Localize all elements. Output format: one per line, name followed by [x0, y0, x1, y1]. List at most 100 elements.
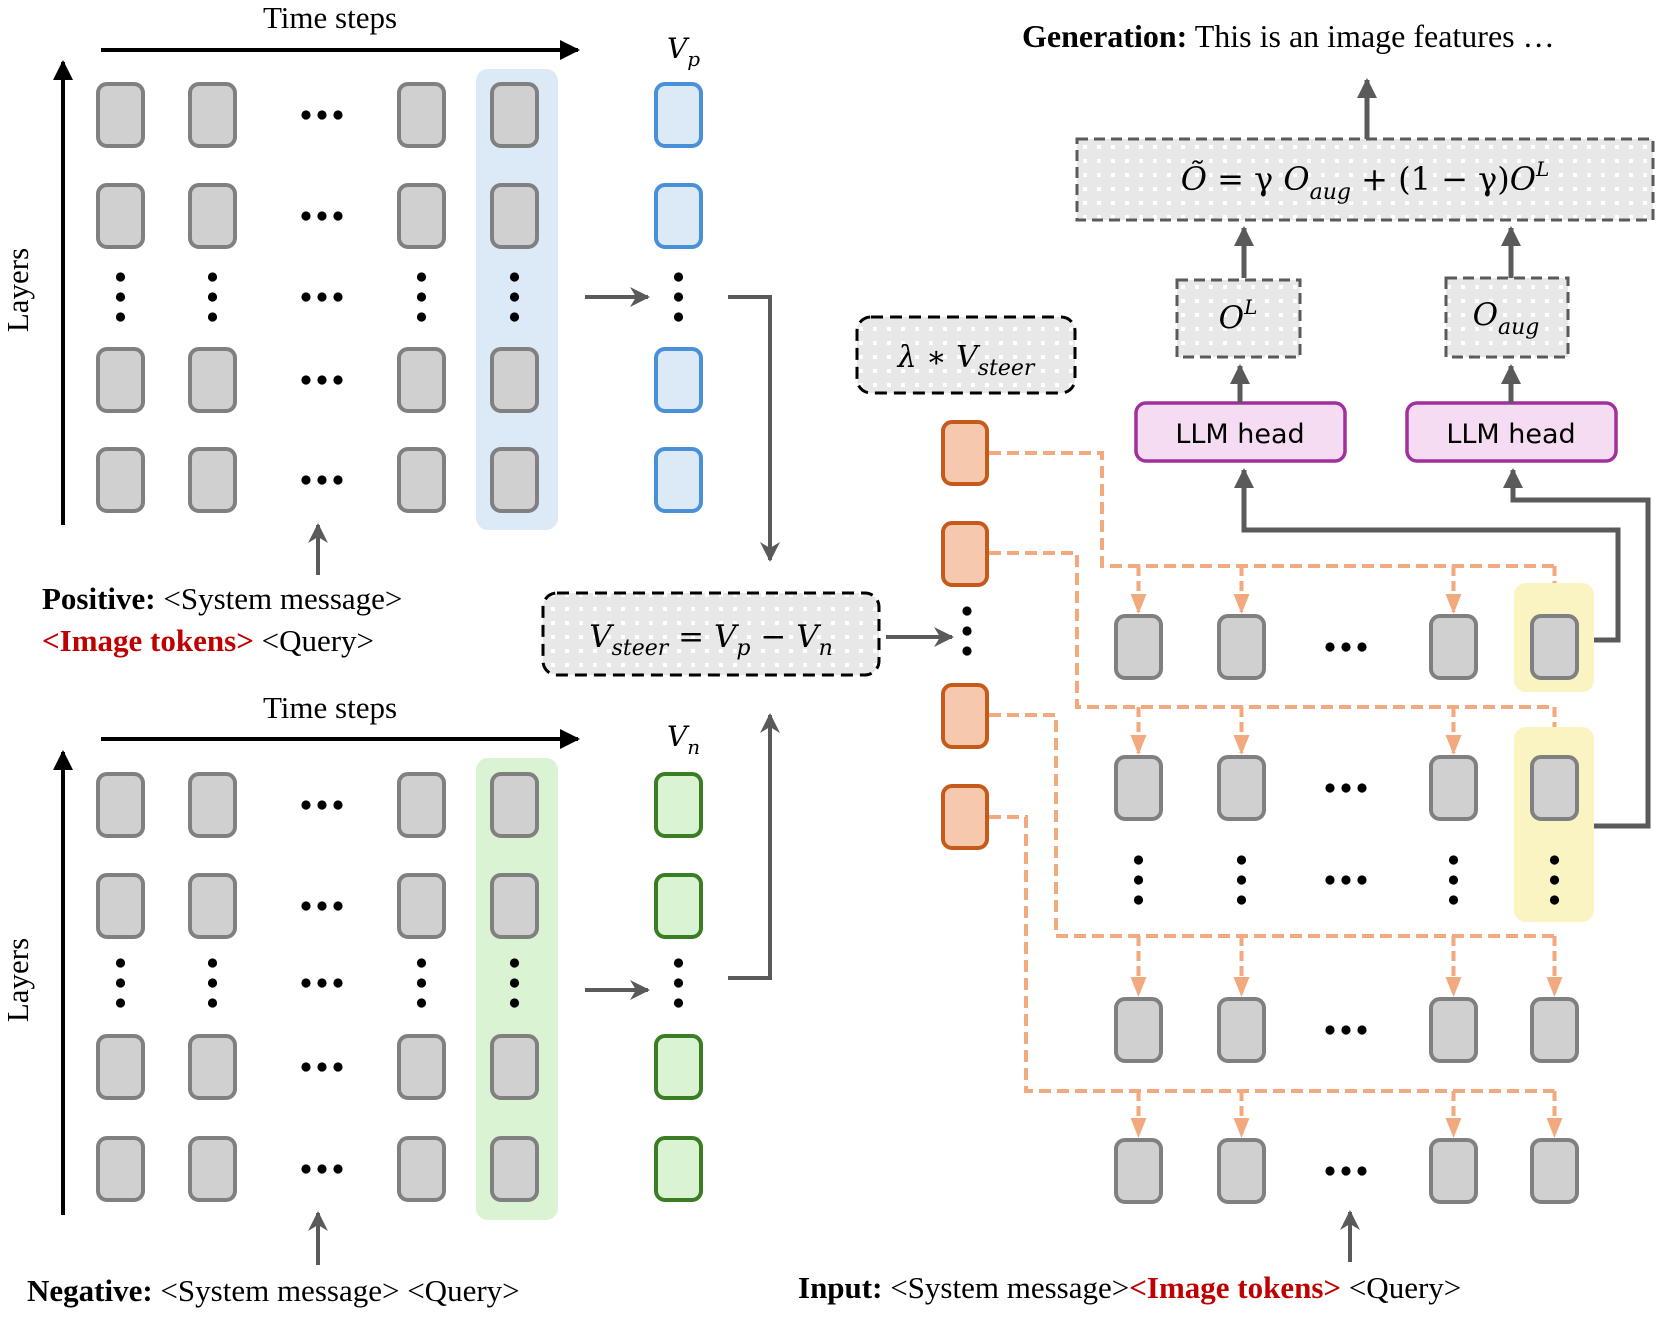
steering-vector-element — [654, 183, 703, 249]
ellipsis-dot — [301, 978, 311, 988]
steer-vector-formula-box: Vsteer = Vp − Vn — [541, 591, 954, 677]
ellipsis-dot — [416, 272, 427, 282]
steering-vector-element — [654, 447, 703, 513]
hidden-state-token — [188, 447, 237, 513]
hidden-state-token — [96, 82, 145, 148]
ellipsis-dot — [301, 110, 311, 120]
ellipsis-dot — [1341, 1166, 1351, 1176]
ellipsis-dot — [416, 292, 427, 302]
llm-hidden-token — [1217, 1138, 1266, 1204]
llm-hidden-token — [1217, 755, 1266, 821]
ellipsis-dot — [317, 110, 327, 120]
ellipsis-dot — [416, 312, 427, 322]
llm-token-grid — [1114, 614, 1579, 1204]
hidden-state-token — [397, 873, 446, 939]
ellipsis-dot — [333, 375, 343, 385]
ellipsis-dot — [333, 475, 343, 485]
lambda-box-text: λ ∗ Vsteer — [897, 340, 1036, 381]
layer-steering-vector — [941, 420, 989, 486]
ellipsis-dot — [1236, 855, 1247, 865]
ellipsis-dot — [1357, 1025, 1367, 1035]
ellipsis-dot — [1549, 875, 1560, 885]
steer-formula-frame — [541, 591, 881, 677]
ellipsis-dot — [1357, 1166, 1367, 1176]
llm-hidden-token — [1530, 997, 1579, 1063]
hidden-state-token — [397, 183, 446, 249]
oaug-frame — [1444, 276, 1570, 359]
hidden-state-token — [188, 347, 237, 413]
ellipsis-dot — [416, 998, 427, 1008]
hidden-state-token — [490, 82, 539, 148]
llm-hidden-token — [1429, 755, 1478, 821]
time-axis-label: Time steps — [263, 690, 397, 725]
hidden-state-token — [96, 447, 145, 513]
layer-steering-vector — [941, 521, 989, 587]
llm-head-2-label: LLM head — [1446, 419, 1575, 450]
ellipsis-dot — [333, 978, 343, 988]
steering-injection-path — [989, 713, 1555, 938]
hidden-state-token — [96, 347, 145, 413]
layer-steering-vector — [941, 683, 989, 749]
ellipsis-dot — [416, 978, 427, 988]
ellipsis-dot — [509, 292, 520, 302]
ellipsis-dot — [207, 998, 218, 1008]
positive-activations-panel: Time steps Layers Vp Positive: <System m… — [0, 0, 780, 658]
hidden-state-token — [397, 1136, 446, 1202]
llm-head-1-label: LLM head — [1175, 419, 1304, 450]
ellipsis-dot — [301, 292, 311, 302]
ellipsis-dot — [673, 292, 684, 302]
hidden-state-token — [490, 347, 539, 413]
ellipsis-dot — [673, 998, 684, 1008]
hidden-state-token — [397, 347, 446, 413]
negative-activations-panel: Time steps Layers Vn Negative: <System m… — [0, 690, 780, 1308]
steering-vector-element — [654, 873, 703, 939]
hidden-state-token — [96, 1136, 145, 1202]
ellipsis-dot — [673, 978, 684, 988]
generation-text: Generation: This is an image features … — [1022, 18, 1555, 54]
hidden-state-token — [188, 1136, 237, 1202]
ellipsis-dot — [962, 606, 972, 616]
ellipsis-dot — [301, 901, 311, 911]
ellipsis-dot — [509, 312, 520, 322]
llm-hidden-token — [1217, 997, 1266, 1063]
steering-vector-element — [654, 82, 703, 148]
llm-head-1: LLM head — [1134, 401, 1347, 463]
negative-steering-vector — [654, 772, 703, 1202]
ellipsis-dot — [1341, 642, 1351, 652]
ellipsis-dot — [962, 626, 972, 636]
ellipsis-dot — [1133, 875, 1144, 885]
hidden-state-token — [490, 772, 539, 838]
ellipsis-dot — [333, 800, 343, 810]
negative-prompt: Negative: <System message> <Query> — [27, 1273, 520, 1308]
ellipsis-dot — [962, 646, 972, 656]
hidden-state-token — [188, 82, 237, 148]
ellipsis-dot — [509, 272, 520, 282]
ellipsis-dot — [317, 375, 327, 385]
ellipsis-dot — [1133, 855, 1144, 865]
ellipsis-dot — [1448, 855, 1459, 865]
ellipsis-dot — [115, 998, 126, 1008]
ellipsis-dot — [509, 978, 520, 988]
ellipsis-dot — [1341, 875, 1351, 885]
ellipsis-dot — [1357, 875, 1367, 885]
llm-hidden-token — [1530, 755, 1579, 821]
ol-frame — [1175, 278, 1302, 359]
hidden-state-token — [188, 772, 237, 838]
hidden-state-token — [96, 772, 145, 838]
ellipsis-dot — [317, 1164, 327, 1174]
ellipsis-dot — [317, 211, 327, 221]
oaug-output-box: Oaug — [1444, 276, 1570, 359]
ellipsis-dot — [207, 292, 218, 302]
steering-vector-element — [654, 1034, 703, 1100]
hidden-state-token — [397, 772, 446, 838]
ellipsis-dot — [115, 272, 126, 282]
hidden-state-token — [188, 183, 237, 249]
ellipsis-dot — [317, 901, 327, 911]
oaug-label: Oaug — [1473, 297, 1540, 340]
ellipsis-dot — [333, 1062, 343, 1072]
steering-injection-path — [989, 815, 1555, 1093]
ellipsis-dot — [333, 901, 343, 911]
steering-injection-path — [989, 551, 1555, 709]
